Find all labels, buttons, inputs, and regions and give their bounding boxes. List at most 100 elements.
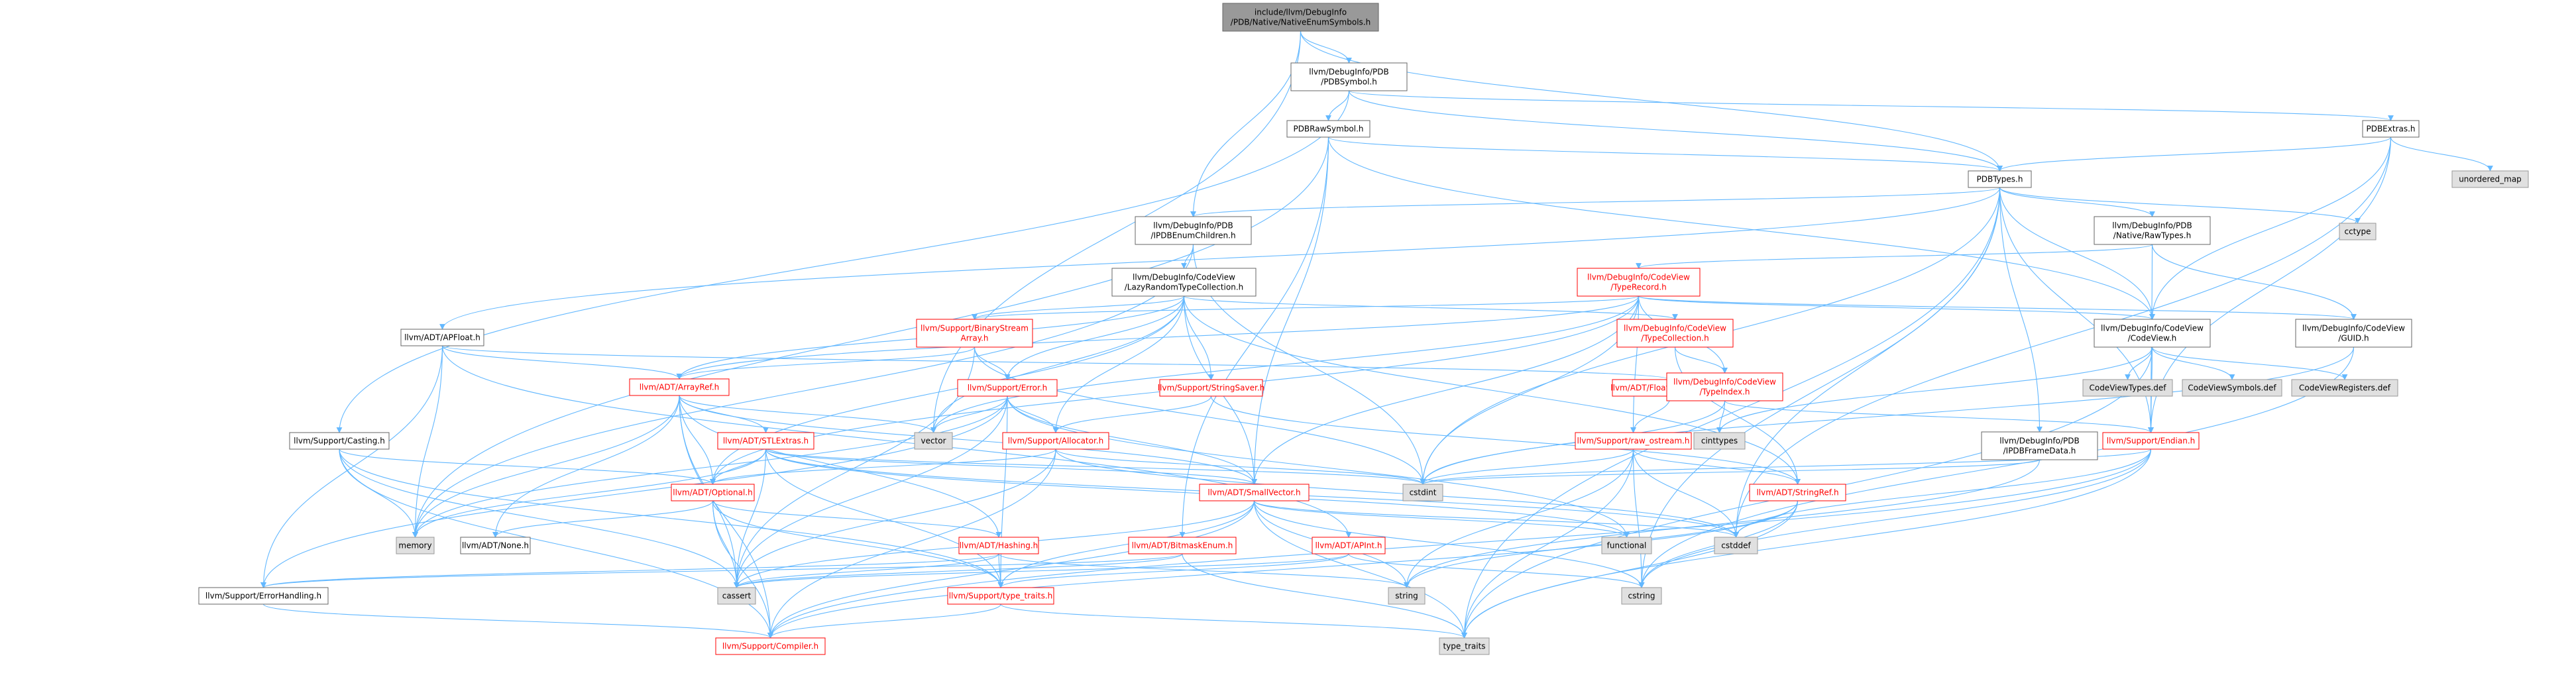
edge-n31-n47 — [1638, 448, 2152, 588]
node-box — [671, 484, 755, 501]
edge-n33-n49 — [1253, 500, 1467, 639]
node-n45[interactable]: llvm/Support/type_traits.h — [947, 587, 1054, 605]
node-n26: vector — [914, 432, 953, 450]
node-n15[interactable]: llvm/DebugInfo/CodeView/TypeCollection.h — [1616, 319, 1734, 348]
edge-n7-n36 — [412, 244, 1194, 538]
edge-n40-n47 — [1348, 553, 1645, 588]
node-n8[interactable]: llvm/DebugInfo/PDB/Native/RawTypes.h — [2094, 216, 2211, 245]
edge-n25-n45 — [765, 448, 1004, 588]
node-box — [2291, 379, 2398, 397]
node-n27[interactable]: llvm/Support/Allocator.h — [1002, 432, 1109, 450]
node-n30[interactable]: llvm/DebugInfo/PDB/IPDBFrameData.h — [1981, 431, 2098, 460]
edge-n3-n11 — [1327, 136, 2155, 320]
edge-n4-n7 — [1190, 187, 2001, 217]
node-label: llvm/Support/ErrorHandling.h — [205, 592, 321, 601]
node-n4[interactable]: PDBTypes.h — [1968, 170, 2032, 188]
edge-n11-n19 — [2151, 346, 2235, 380]
edge-n10-n22 — [1004, 295, 1185, 380]
edge-n1-n3 — [1325, 90, 1350, 121]
edge-n39-n43 — [260, 553, 1183, 588]
edge-n1-n2 — [1348, 90, 2394, 121]
edge-n9-n26 — [930, 295, 1640, 433]
node-n48[interactable]: llvm/Support/Compiler.h — [715, 637, 826, 655]
node-n35[interactable]: llvm/ADT/StringRef.h — [1749, 484, 1846, 501]
edge-n0-n4 — [1300, 30, 2003, 172]
node-label: CodeViewTypes.def — [2089, 384, 2166, 393]
node-box — [717, 432, 814, 450]
edge-n0-n26 — [930, 30, 1302, 433]
node-n10[interactable]: llvm/DebugInfo/CodeView/LazyRandomTypeCo… — [1111, 268, 1257, 297]
node-label: CodeViewRegisters.def — [2299, 384, 2391, 393]
edge-n23-n27 — [1052, 395, 1212, 433]
edge-n9-n21 — [676, 295, 1640, 380]
node-n22[interactable]: llvm/Support/Error.h — [957, 379, 1058, 397]
edge-n9-n14 — [972, 295, 1640, 320]
node-label: llvm/ADT/BitmaskEnum.h — [1132, 541, 1233, 550]
edge-n38-n44 — [734, 553, 999, 588]
node-n24[interactable]: llvm/Support/Casting.h — [289, 432, 390, 450]
edge-n27-n44 — [734, 448, 1056, 588]
node-box — [958, 537, 1039, 554]
edge-n16-n28 — [1630, 395, 1671, 433]
edge-n28-n46 — [1404, 448, 1634, 588]
node-n2[interactable]: PDBExtras.h — [2362, 120, 2420, 138]
node-box — [1616, 319, 1734, 348]
edge-n25-n44 — [734, 448, 767, 588]
edge-n11-n29 — [1716, 346, 2153, 433]
node-n0[interactable]: include/llvm/DebugInfo/PDB/Native/Native… — [1222, 3, 1379, 32]
node-n17[interactable]: llvm/DebugInfo/CodeView/TypeIndex.h — [1666, 372, 1783, 401]
node-n40[interactable]: llvm/ADT/APInt.h — [1312, 537, 1386, 554]
node-box — [914, 432, 953, 450]
node-label: llvm/ADT/APInt.h — [1315, 541, 1382, 550]
node-n3[interactable]: PDBRawSymbol.h — [1286, 120, 1371, 138]
node-box — [400, 329, 484, 346]
edge-n25-n32 — [710, 448, 767, 485]
edge-n1-n4 — [1348, 90, 2003, 172]
node-box — [2295, 319, 2412, 348]
edge-n17-n34 — [1420, 400, 1726, 485]
edge-n9-n28 — [1630, 295, 1640, 433]
edge-n9-n12 — [1638, 295, 2357, 320]
node-n13[interactable]: llvm/ADT/APFloat.h — [400, 329, 484, 346]
node-n7[interactable]: llvm/DebugInfo/PDB/IPDBEnumChildren.h — [1135, 216, 1252, 245]
node-n49: type_traits — [1439, 637, 1490, 655]
edge-n10-n15 — [1183, 295, 1678, 320]
node-label: unordered_map — [2459, 175, 2522, 184]
node-n39[interactable]: llvm/ADT/BitmaskEnum.h — [1128, 537, 1237, 554]
node-n32[interactable]: llvm/ADT/Optional.h — [671, 484, 755, 501]
edge-n27-n42 — [1055, 448, 1739, 538]
node-n9[interactable]: llvm/DebugInfo/CodeView/TypeRecord.h — [1577, 268, 1701, 297]
node-box — [396, 537, 435, 554]
edge-n28-n35 — [1632, 448, 1801, 485]
edge-n2-n31 — [2148, 136, 2392, 433]
node-n21[interactable]: llvm/ADT/ArrayRef.h — [629, 378, 730, 396]
node-box — [2451, 170, 2529, 188]
node-n43[interactable]: llvm/Support/ErrorHandling.h — [198, 587, 329, 605]
edge-n32-n38 — [712, 500, 1002, 538]
node-n11[interactable]: llvm/DebugInfo/CodeView/CodeView.h — [2094, 319, 2211, 348]
node-n12[interactable]: llvm/DebugInfo/CodeView/GUID.h — [2295, 319, 2412, 348]
node-n28[interactable]: llvm/Support/raw_ostream.h — [1575, 432, 1692, 450]
edge-n28-n49 — [1461, 448, 1634, 639]
node-box — [460, 537, 531, 554]
edge-n35-n42 — [1733, 500, 1799, 538]
node-n1[interactable]: llvm/DebugInfo/PDB/PDBSymbol.h — [1290, 62, 1408, 91]
edge-n13-n36 — [412, 345, 443, 538]
node-label: cstring — [1628, 592, 1655, 601]
node-label: PDBRawSymbol.h — [1293, 125, 1363, 134]
node-n38[interactable]: llvm/ADT/Hashing.h — [958, 537, 1039, 554]
node-n31[interactable]: llvm/Support/Endian.h — [2102, 432, 2200, 450]
edge-n21-n37 — [492, 395, 680, 538]
edge-n2-n5 — [2390, 136, 2493, 172]
node-label: memory — [398, 541, 431, 550]
node-n25[interactable]: llvm/ADT/STLExtras.h — [717, 432, 814, 450]
edge-n2-n42 — [1733, 136, 2392, 538]
node-label: string — [1395, 592, 1418, 601]
node-n23[interactable]: llvm/Support/StringSaver.h — [1158, 379, 1265, 397]
node-n33[interactable]: llvm/ADT/SmallVector.h — [1199, 484, 1310, 501]
edge-n31-n42 — [1733, 448, 2152, 538]
node-box — [2094, 319, 2211, 348]
edge-n4-n8 — [1999, 187, 2155, 217]
node-n37[interactable]: llvm/ADT/None.h — [460, 537, 531, 554]
